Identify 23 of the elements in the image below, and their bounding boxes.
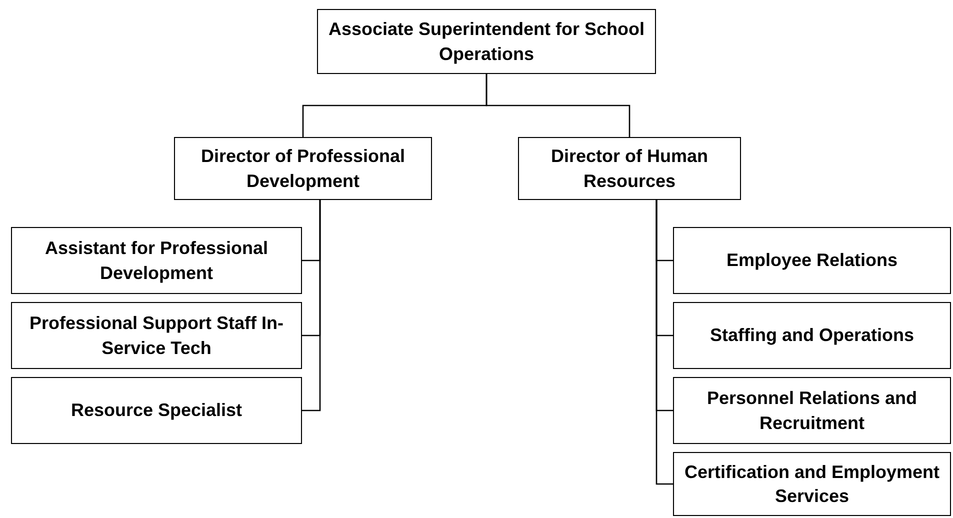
org-box bbox=[673, 227, 951, 294]
role-title: Director of Human Resources bbox=[550, 145, 710, 192]
org-box bbox=[317, 9, 656, 74]
role-title: Director of Professional Development bbox=[200, 145, 406, 193]
org-box bbox=[673, 302, 951, 369]
role-title: Staffing and Operations bbox=[710, 324, 914, 348]
org-box bbox=[11, 227, 302, 294]
org-box bbox=[673, 452, 951, 516]
role-title: Resource Specialist bbox=[70, 399, 242, 422]
role-title: Certification and Employment Services bbox=[683, 460, 941, 508]
connector-line bbox=[486, 74, 630, 137]
role-title: Professional Support Staff In-Service Tech bbox=[28, 312, 284, 360]
org-box bbox=[11, 302, 302, 369]
connector-line bbox=[302, 200, 321, 412]
role-title: Personnel Relations and Recruitment bbox=[706, 387, 918, 434]
role-title: Assistant for Professional Development bbox=[44, 237, 270, 285]
org-box bbox=[518, 137, 741, 200]
role-title: Employee Relations bbox=[726, 249, 898, 272]
org-box bbox=[174, 137, 432, 200]
org-box bbox=[11, 377, 302, 444]
connector-line bbox=[656, 200, 673, 485]
org-box bbox=[673, 377, 951, 444]
role-title: Associate Superintendent for School Operations bbox=[327, 18, 646, 66]
